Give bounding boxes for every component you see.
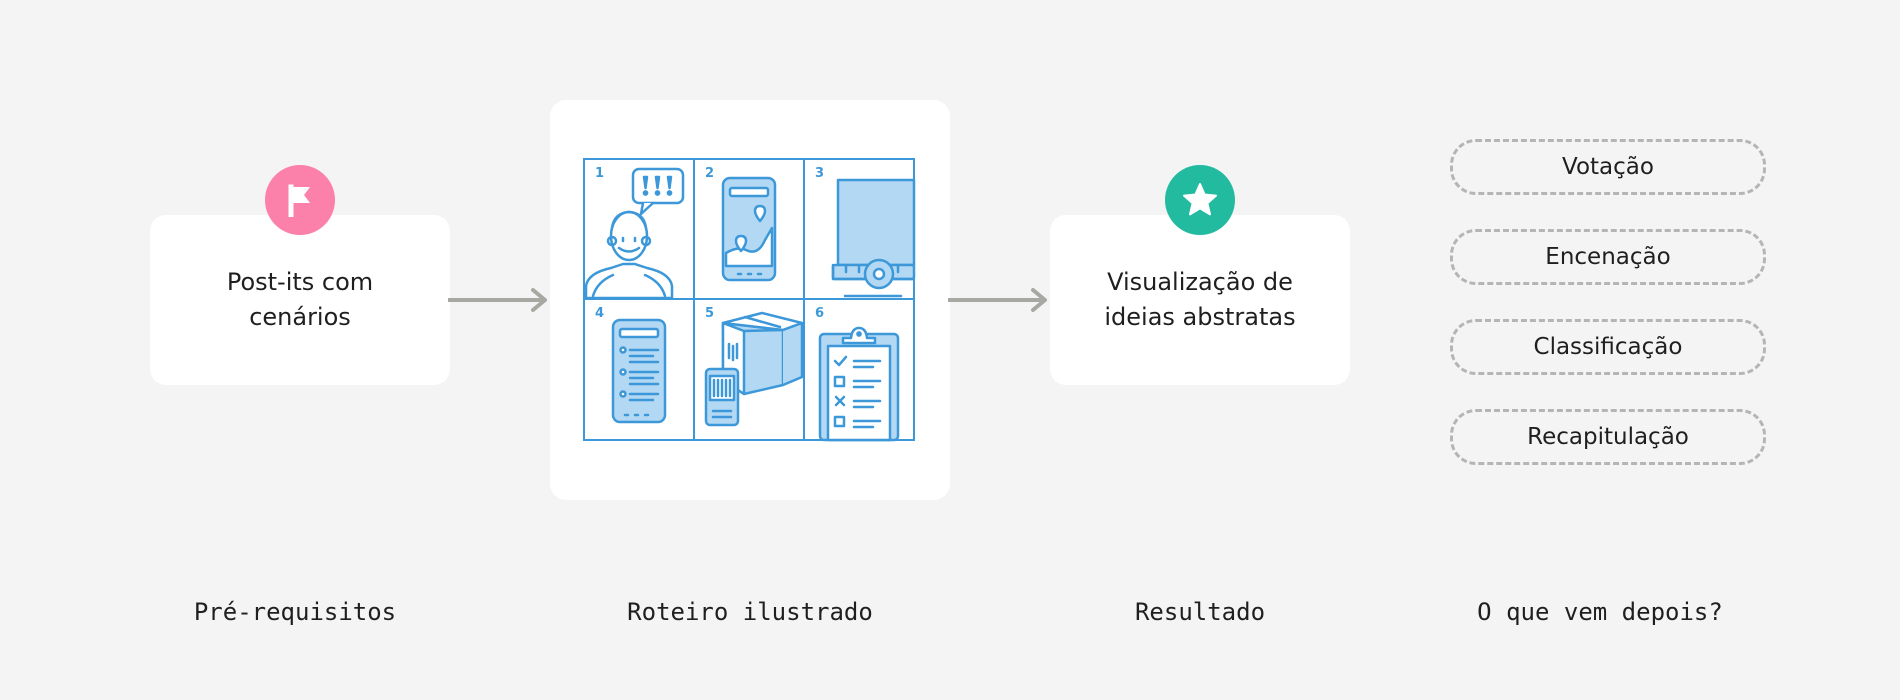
arrow-icon [448,288,547,312]
next-item-votacao: Votação [1450,139,1766,195]
result-card-text: Visualização de ideias abstratas [1104,268,1296,331]
person-speech-bubble-icon [584,167,685,300]
prerequisites-card: Post-its com cenários [150,215,450,385]
next-caption: O que vem depois? [1477,598,1723,626]
storyboard-caption: Roteiro ilustrado [627,598,873,626]
phone-map-icon [721,176,777,282]
result-caption: Resultado [1134,598,1266,626]
storyboard-card: 1 2 3 4 5 6 [550,100,950,500]
clipboard-checklist-icon [818,326,900,442]
panel-number-1: 1 [595,166,604,181]
storyboard-grid: 1 2 3 4 5 6 [583,158,916,442]
package-barcode-scan-icon [704,311,804,427]
result-card: Visualização de ideias abstratas [1050,215,1350,385]
panel-number-6: 6 [815,306,824,321]
flag-badge [265,165,335,235]
flag-icon [288,184,310,217]
star-icon [1183,183,1217,216]
delivery-truck-icon [831,178,916,298]
panel-number-5: 5 [705,306,714,321]
prerequisites-caption: Pré-requisitos [193,598,397,626]
panel-number-4: 4 [595,306,604,321]
prerequisites-card-text: Post-its com cenários [226,268,374,331]
star-badge [1165,165,1235,235]
panel-number-3: 3 [815,166,824,181]
next-item-recapitulacao: Recapitulação [1450,409,1766,465]
arrow-icon [948,288,1047,312]
next-item-classificacao: Classificação [1450,319,1766,375]
next-item-encenacao: Encenação [1450,229,1766,285]
phone-list-icon [611,318,667,424]
panel-number-2: 2 [705,166,714,181]
